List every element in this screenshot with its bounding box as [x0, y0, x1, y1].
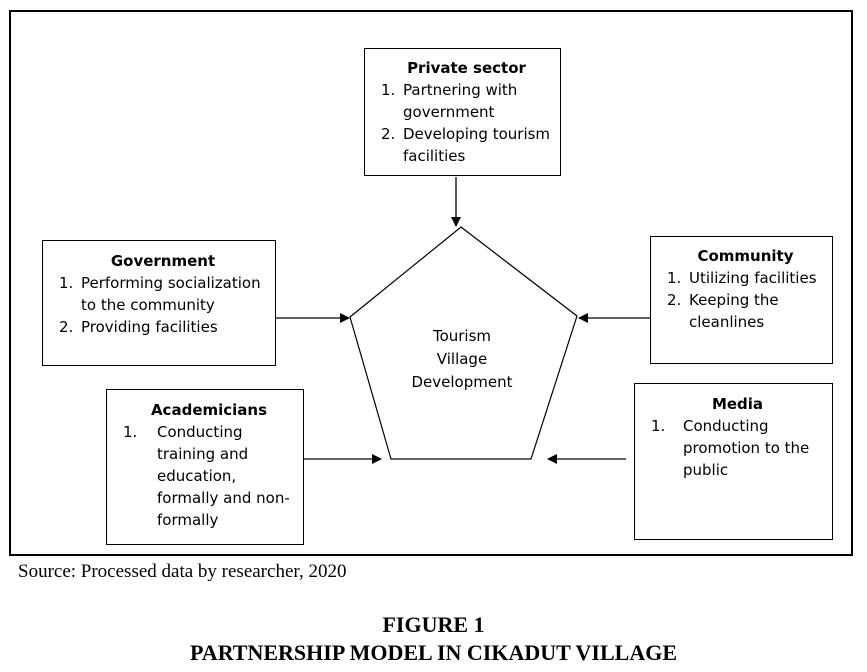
academicians-box: Academicians 1. Conducting training and e… [106, 389, 304, 545]
item-number: 1. [59, 274, 74, 292]
list-item: 1. Utilizing facilities [667, 267, 824, 289]
item-text: Conducting promotion to the public [683, 417, 810, 479]
diagram-frame [9, 10, 853, 556]
list-item: 1. Conducting promotion to the public [651, 415, 824, 481]
list-item: 2. Developing tourism facilities [381, 123, 552, 167]
item-text: Keeping the cleanlines [689, 291, 779, 331]
media-title: Media [711, 395, 764, 413]
item-text: Conducting training and education, forma… [157, 423, 290, 529]
item-number: 2. [667, 291, 682, 309]
item-number: 2. [59, 318, 74, 336]
list-item: 2. Providing facilities [59, 316, 267, 338]
item-text: Utilizing facilities [689, 269, 817, 287]
list-item: 1. Performing socialization to the commun… [59, 272, 267, 316]
item-number: 2. [381, 125, 396, 143]
government-title: Government [110, 252, 216, 270]
item-text: Partnering with government [403, 81, 518, 121]
figure-title: PARTNERSHIP MODEL IN CIKADUT VILLAGE [190, 640, 677, 665]
item-number: 1. [651, 417, 666, 435]
item-text: Performing socialization to the communit… [81, 274, 261, 314]
center-label: Tourism Village Development [392, 325, 532, 394]
figure-number: FIGURE 1 [382, 612, 485, 637]
government-list: 1. Performing socialization to the commun… [59, 272, 267, 338]
center-line-3: Development [411, 373, 513, 391]
community-box: Community 1. Utilizing facilities 2. Keepi… [650, 236, 833, 364]
private-sector-title: Private sector [407, 59, 526, 77]
academicians-title: Academicians [150, 401, 268, 419]
community-list: 1. Utilizing facilities 2. Keeping the cle… [667, 267, 824, 333]
center-pentagon [349, 226, 578, 460]
media-list: 1. Conducting promotion to the public [651, 415, 824, 481]
source-note: Source: Processed data by researcher, 20… [18, 561, 347, 582]
center-line-2: Village [436, 350, 488, 368]
item-number: 1. [123, 423, 138, 441]
private-sector-list: 1. Partnering with government 2. Developin… [381, 79, 552, 167]
government-box: Government 1. Performing socialization to… [42, 240, 276, 366]
list-item: 1. Partnering with government [381, 79, 552, 123]
community-title: Community [697, 247, 794, 265]
list-item: 1. Conducting training and education, for… [123, 421, 295, 531]
private-sector-box: Private sector 1. Partnering with governm… [364, 48, 561, 176]
media-box: Media 1. Conducting promotion to the publ… [634, 383, 833, 540]
item-number: 1. [667, 269, 682, 287]
list-item: 2. Keeping the cleanlines [667, 289, 824, 333]
item-text: Providing facilities [81, 318, 218, 336]
item-number: 1. [381, 81, 396, 99]
center-line-1: Tourism [432, 327, 492, 345]
item-text: Developing tourism facilities [403, 125, 551, 165]
academicians-list: 1. Conducting training and education, for… [123, 421, 295, 531]
